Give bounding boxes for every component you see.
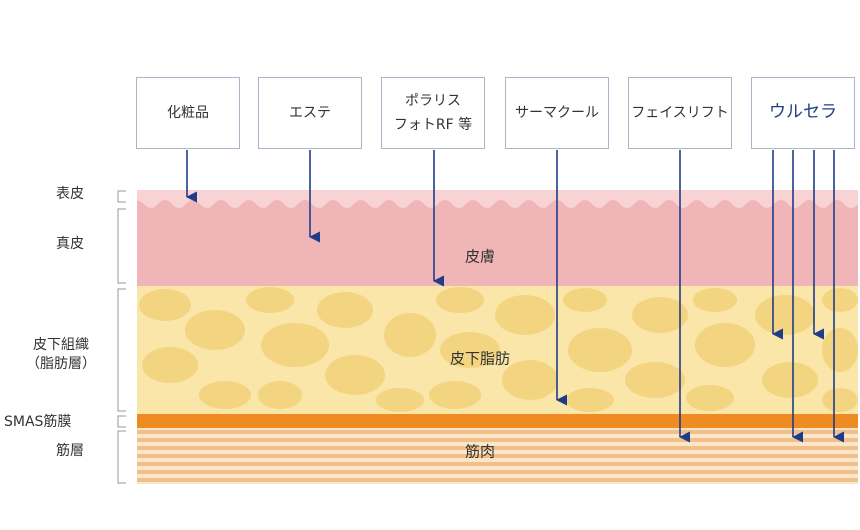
center-label-skin: 皮膚 xyxy=(464,247,496,266)
depth-arrows xyxy=(185,150,845,443)
treatment-label: ポラリス xyxy=(404,92,461,109)
label-subcutaneous: 皮下組織 （脂肪層） xyxy=(18,336,104,374)
dermis-layer xyxy=(137,192,858,286)
treatment-label-line2: フォトRF 等 xyxy=(393,117,473,133)
label-epidermis: 表皮 xyxy=(56,186,84,202)
label-subcutaneous-sub: （脂肪層） xyxy=(26,355,96,372)
treatment-esthe: エステ xyxy=(258,77,362,149)
smas-layer xyxy=(137,414,858,428)
label-subcutaneous-main: 皮下組織 xyxy=(33,337,89,353)
fat-cells xyxy=(139,287,858,412)
epidermis-layer xyxy=(137,190,858,208)
label-smas: SMAS筋膜 xyxy=(4,414,72,430)
treatment-label: フェイスリフト xyxy=(631,104,729,121)
treatment-ulthera: ウルセラ xyxy=(751,77,855,149)
treatment-label: サーマクール xyxy=(515,104,599,121)
label-dermis: 真皮 xyxy=(56,236,84,252)
treatment-thermage: サーマクール xyxy=(505,77,609,149)
treatment-label: 化粧品 xyxy=(167,104,209,121)
center-label-fat: 皮下脂肪 xyxy=(449,349,511,368)
center-label-muscle: 筋肉 xyxy=(464,442,496,461)
treatment-label: エステ xyxy=(289,104,331,121)
treatment-cosmetics: 化粧品 xyxy=(136,77,240,149)
treatment-polaris: ポラリス フォトRF 等 xyxy=(381,77,485,149)
treatment-label: ウルセラ xyxy=(769,102,837,123)
layer-brackets xyxy=(117,190,126,484)
muscle-layer xyxy=(137,428,858,484)
label-muscle-layer: 筋層 xyxy=(56,443,84,459)
treatment-facelift: フェイスリフト xyxy=(628,77,732,149)
